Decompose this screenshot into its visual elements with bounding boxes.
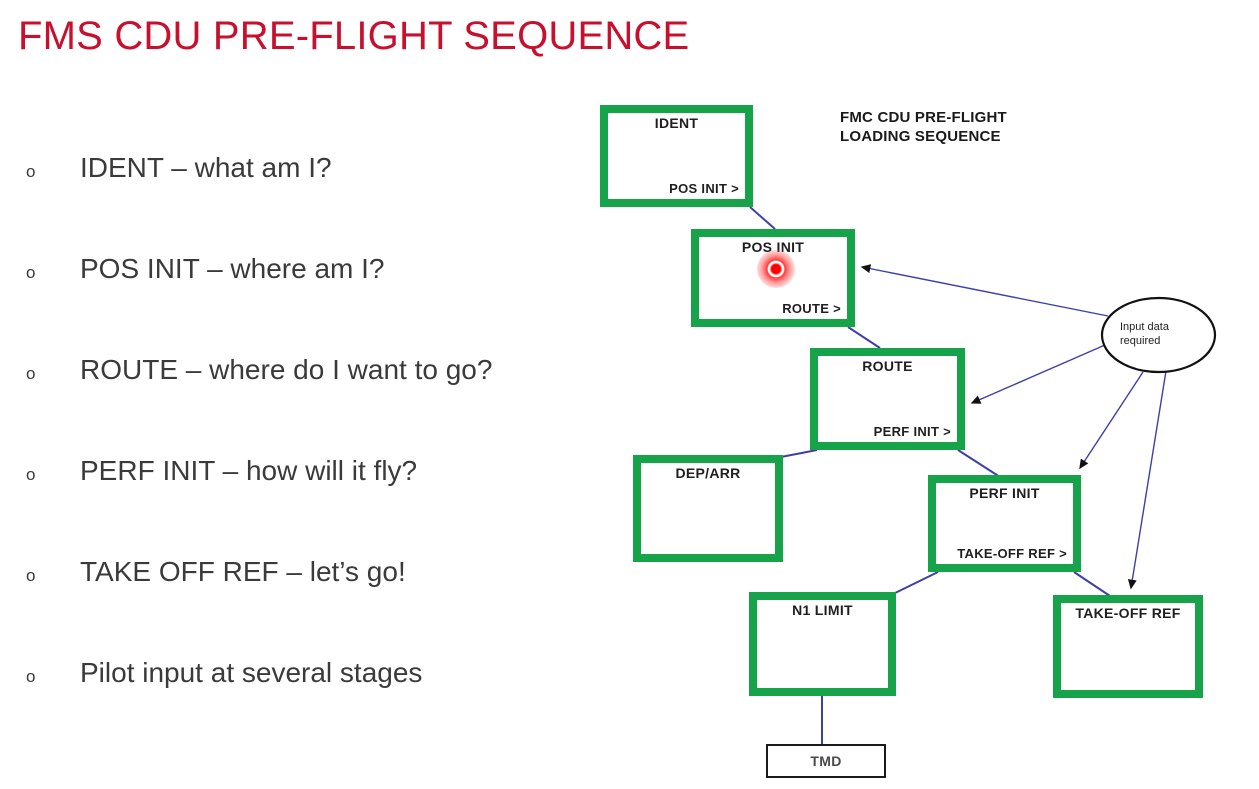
laser-pointer-icon <box>757 250 795 288</box>
node-perf-init-prompt[interactable]: TAKE-OFF REF > <box>957 546 1067 561</box>
node-perf-init[interactable]: PERF INIT TAKE-OFF REF > <box>928 475 1081 572</box>
list-item: o Pilot input at several stages <box>18 657 598 758</box>
input-data-required-label: Input data required <box>1120 320 1210 349</box>
node-ident-title: IDENT <box>654 115 699 131</box>
diagram-heading: FMC CDU PRE-FLIGHT LOADING SEQUENCE <box>840 108 1007 146</box>
list-item: o IDENT – what am I? <box>18 152 598 253</box>
node-take-off-ref-title: TAKE-OFF REF <box>1075 605 1181 621</box>
connector-route-to-perf-init <box>957 449 1001 478</box>
bullet-list: o IDENT – what am I? o POS INIT – where … <box>18 152 598 758</box>
connector-perf-init-to-take-off-ref <box>1073 571 1111 597</box>
node-tmd-title: TMD <box>810 753 842 769</box>
connector-perf-init-to-n1-limit <box>892 571 939 595</box>
node-take-off-ref[interactable]: TAKE-OFF REF <box>1053 595 1203 698</box>
connector-ident-to-pos-init <box>749 206 776 230</box>
list-item: o POS INIT – where am I? <box>18 253 598 354</box>
node-route[interactable]: ROUTE PERF INIT > <box>810 348 965 450</box>
node-dep-arr[interactable]: DEP/ARR <box>633 455 783 562</box>
node-n1-limit-title: N1 LIMIT <box>792 602 853 618</box>
diagram-heading-line-2: LOADING SEQUENCE <box>840 128 1001 146</box>
bullet-marker-icon: o <box>26 364 36 383</box>
connector-route-to-dep-arr <box>780 449 818 458</box>
connector-input-data-to-pos-init <box>860 264 1109 317</box>
connector-input-data-to-perf-init <box>1079 371 1144 470</box>
node-pos-init-title: POS INIT <box>741 239 805 255</box>
bullet-marker-icon: o <box>26 465 36 484</box>
node-pos-init[interactable]: POS INIT ROUTE > <box>691 229 855 327</box>
node-pos-init-prompt[interactable]: ROUTE > <box>782 301 841 316</box>
node-perf-init-title: PERF INIT <box>969 485 1040 501</box>
node-route-title: ROUTE <box>862 358 913 374</box>
diagram-heading-line-1: FMC CDU PRE-FLIGHT <box>840 109 1007 126</box>
list-item-label: Pilot input at several stages <box>80 657 423 688</box>
list-item-label: POS INIT – where am I? <box>80 253 385 284</box>
node-ident[interactable]: IDENT POS INIT > <box>600 105 753 207</box>
list-item-label: TAKE OFF REF – let’s go! <box>80 556 406 587</box>
node-n1-limit[interactable]: N1 LIMIT <box>749 592 896 696</box>
input-data-required-line-1: Input data <box>1120 321 1169 333</box>
list-item: o PERF INIT – how will it fly? <box>18 455 598 556</box>
list-item: o ROUTE – where do I want to go? <box>18 354 598 455</box>
list-item-label: ROUTE – where do I want to go? <box>80 354 493 385</box>
page-title: FMS CDU PRE-FLIGHT SEQUENCE <box>18 14 690 58</box>
input-data-required-ellipse <box>1100 296 1217 374</box>
node-ident-prompt[interactable]: POS INIT > <box>669 181 739 196</box>
bullet-marker-icon: o <box>26 162 36 181</box>
connector-input-data-to-take-off-ref <box>1127 370 1167 590</box>
bullet-marker-icon: o <box>26 667 36 686</box>
node-tmd[interactable]: TMD <box>766 744 886 778</box>
connector-input-data-to-route <box>970 344 1106 404</box>
list-item-label: IDENT – what am I? <box>80 152 332 183</box>
input-data-required-line-2: required <box>1120 335 1161 348</box>
bullet-marker-icon: o <box>26 263 36 282</box>
list-item: o TAKE OFF REF – let’s go! <box>18 556 598 657</box>
bullet-marker-icon: o <box>26 566 36 585</box>
list-item-label: PERF INIT – how will it fly? <box>80 455 418 486</box>
node-dep-arr-title: DEP/ARR <box>675 465 741 481</box>
connector-pos-init-to-route <box>847 326 881 349</box>
node-route-prompt[interactable]: PERF INIT > <box>873 424 951 439</box>
